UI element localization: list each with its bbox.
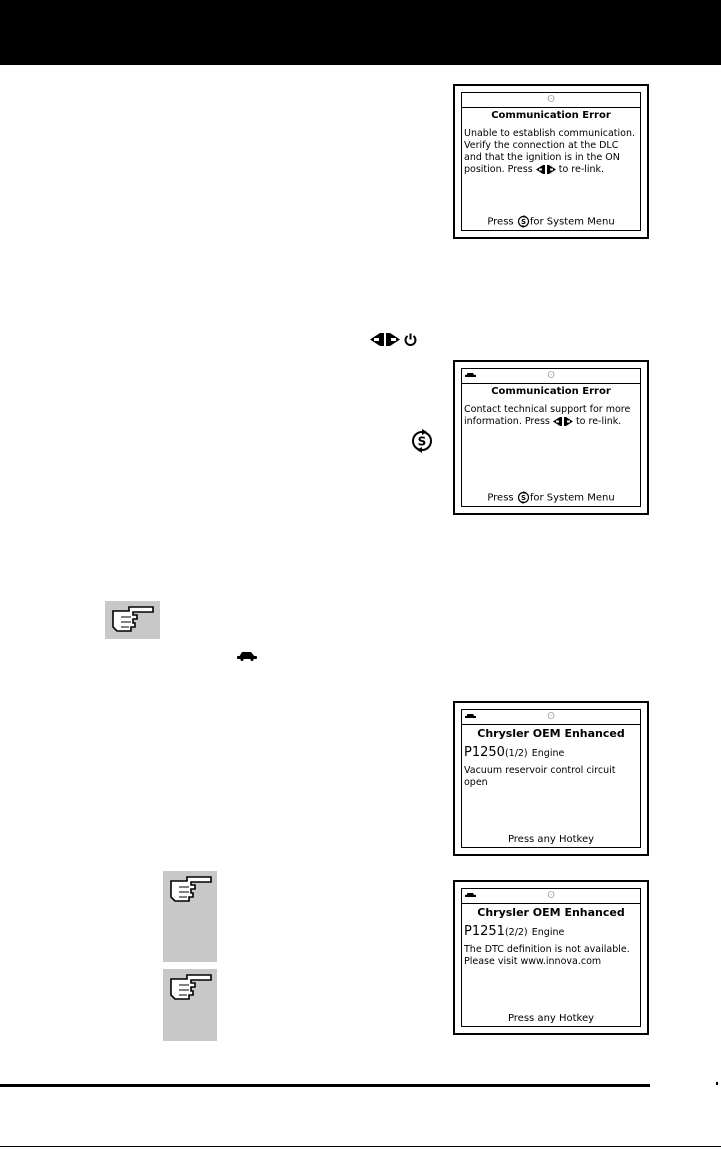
note-hand-icon (163, 871, 217, 962)
system-menu-icon: S (517, 491, 529, 504)
link-arrows-icon (370, 333, 400, 346)
status-bar: ʘ (462, 889, 640, 904)
note-hand-icon (163, 969, 217, 1041)
bluetooth-icon: ʘ (547, 711, 555, 722)
screen-footer: Press any Hotkey (507, 834, 595, 845)
svg-text:S: S (521, 494, 526, 502)
bluetooth-icon: ʘ (547, 370, 555, 381)
device-screen-comm-error-2: ʘ Communication Error Contact technical … (453, 360, 649, 515)
screen-title: Chrysler OEM Enhanced (477, 906, 625, 919)
dtc-definition: The DTC definition is not available. Ple… (464, 944, 630, 967)
vehicle-icon (465, 714, 476, 718)
page-header-bar (0, 0, 721, 65)
dtc-code-line: P1251(2/2) Engine (464, 924, 565, 939)
system-menu-icon: S (412, 429, 432, 453)
bluetooth-icon: ʘ (547, 890, 555, 901)
margin-mark (716, 1082, 718, 1085)
link-arrows-icon (552, 417, 573, 426)
svg-text:S: S (418, 435, 427, 449)
device-screen-dtc-2: ʘ Chrysler OEM Enhanced P1251(2/2) Engin… (453, 880, 649, 1035)
status-bar: ʘ (462, 369, 640, 384)
dtc-definition: Vacuum reservoir control circuit open (464, 765, 616, 788)
status-bar: ʘ (462, 93, 640, 108)
footer-rule (0, 1084, 650, 1087)
vehicle-icon (465, 373, 476, 377)
note-hand-icon (105, 601, 160, 639)
vehicle-icon (465, 893, 476, 897)
screen-title: Communication Error (491, 110, 611, 121)
screen-message: Contact technical support for more infor… (464, 404, 631, 427)
screen-message: Unable to establish communication. Verif… (464, 128, 636, 175)
device-screen-comm-error-1: ʘ Communication Error Unable to establis… (453, 84, 649, 239)
page-bottom-rule (0, 1146, 721, 1147)
status-bar: ʘ (462, 710, 640, 725)
device-screen-dtc-1: ʘ Chrysler OEM Enhanced P1250(1/2) Engin… (453, 701, 649, 856)
vehicle-icon (237, 652, 257, 661)
link-arrows-icon (535, 165, 556, 174)
svg-text:S: S (521, 218, 526, 226)
system-menu-icon: S (517, 215, 529, 228)
power-icon (404, 333, 417, 346)
screen-title: Chrysler OEM Enhanced (477, 727, 625, 740)
screen-footer: Press any Hotkey (507, 1013, 595, 1024)
bluetooth-icon: ʘ (547, 94, 555, 105)
dtc-code-line: P1250(1/2) Engine (464, 745, 565, 760)
screen-title: Communication Error (491, 386, 611, 397)
